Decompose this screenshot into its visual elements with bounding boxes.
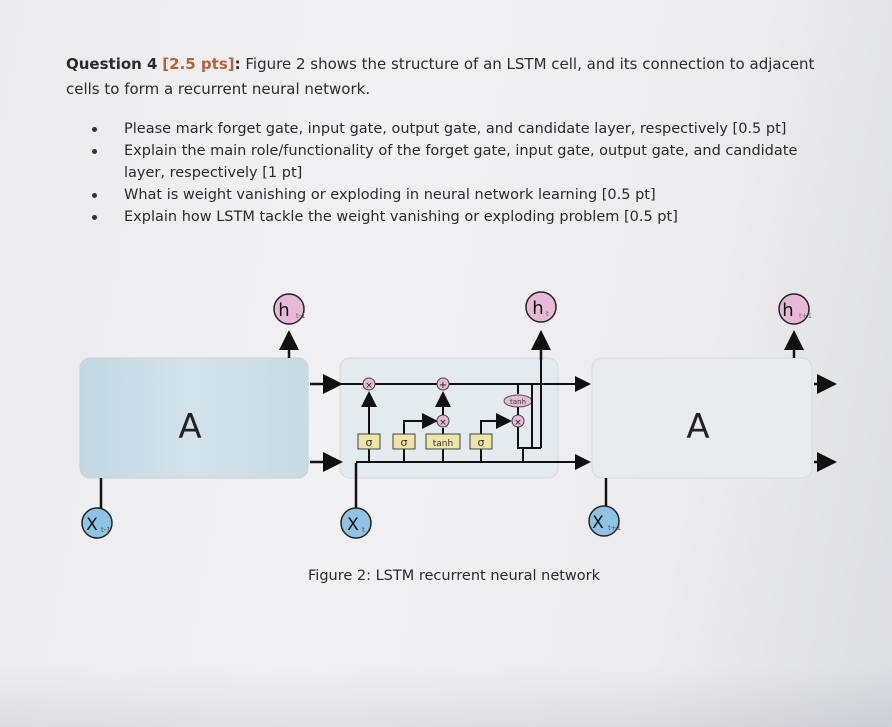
input-label-left: X: [86, 515, 98, 535]
cell-add-op: [436, 377, 450, 391]
left-cell-box: [79, 357, 309, 479]
forget-multiply-op: [362, 377, 376, 391]
output-sub-mid: t: [546, 310, 549, 318]
figure-caption: Figure 2: LSTM recurrent neural network: [308, 568, 601, 584]
output-node-left: [273, 293, 305, 325]
bullet-item: Explain the main role/functionality of t…: [92, 140, 812, 184]
output-label-mid: h: [532, 298, 543, 319]
input-sub-mid: t: [362, 526, 365, 534]
input-multiply-symbol: ×: [439, 418, 447, 428]
input-label-right: X: [592, 513, 604, 533]
middle-cell-box: [339, 357, 559, 479]
bullet-item: Explain how LSTM tackle the weight vanis…: [92, 206, 812, 228]
input-label-mid: X: [347, 515, 359, 535]
cell-tanh-label: tanh: [510, 398, 526, 406]
input-sub-right: t+1: [608, 524, 621, 532]
right-cell-label: A: [686, 407, 709, 447]
question-body: Figure 2 shows the structure of an LSTM …: [66, 55, 815, 98]
bullet-text: Please mark forget gate, input gate, out…: [124, 121, 787, 137]
bullet-list: Please mark forget gate, input gate, out…: [92, 118, 812, 228]
input-node-right: [588, 505, 620, 537]
question-points: [2.5 pts]: [162, 55, 235, 73]
gate-label-4: σ: [478, 436, 485, 449]
right-cell-box: [591, 357, 813, 479]
output-label-left: h: [278, 300, 289, 321]
bullet-text: What is weight vanishing or exploding in…: [124, 187, 656, 203]
output-sub-left: t-1: [296, 312, 306, 320]
bullet-text: Explain the main role/functionality of t…: [124, 143, 798, 181]
output-node-right: [778, 293, 810, 325]
forget-multiply-symbol: ×: [365, 381, 373, 391]
question-colon: :: [234, 55, 241, 73]
question-text: Question 4 [2.5 pts]: Figure 2 shows the…: [66, 52, 836, 102]
gate-label-1: σ: [366, 436, 373, 449]
page-shadow: [0, 667, 892, 727]
bullet-item: Please mark forget gate, input gate, out…: [92, 118, 812, 140]
cell-add-symbol: +: [439, 380, 447, 391]
output-node-mid: [525, 291, 557, 323]
output-label-right: h: [782, 300, 793, 321]
output-multiply-symbol: ×: [514, 418, 522, 428]
gate-label-3: tanh: [433, 439, 453, 449]
input-node-mid: [340, 507, 372, 539]
input-sub-left: t-1: [101, 526, 111, 534]
bullet-item: What is weight vanishing or exploding in…: [92, 184, 812, 206]
output-sub-right: t+1: [799, 312, 812, 320]
gate-label-2: σ: [401, 436, 408, 449]
left-cell-label: A: [178, 407, 201, 447]
input-node-left: [81, 507, 113, 539]
bullet-text: Explain how LSTM tackle the weight vanis…: [124, 209, 678, 225]
question-title: Question 4: [66, 55, 158, 73]
